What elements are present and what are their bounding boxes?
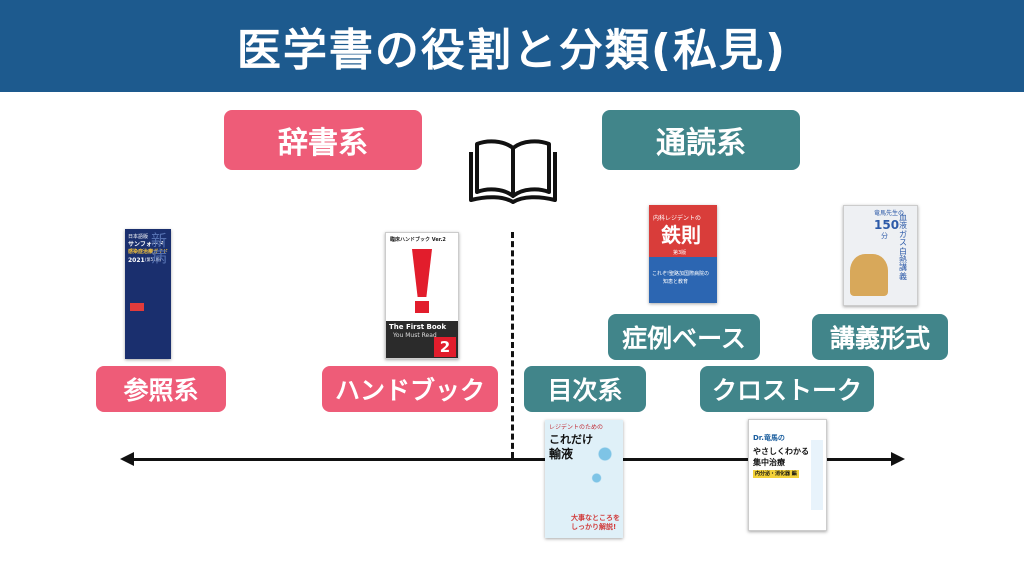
blood-gas-series: 竜馬先生の bbox=[874, 210, 905, 217]
infusion-title1: これだけ bbox=[549, 433, 593, 446]
book-cover-icu: Dr.竜馬の やさしくわかる 集中治療 内分泌・消化器 編 bbox=[748, 419, 827, 531]
blood-gas-number: 150 bbox=[874, 218, 900, 232]
infusion-slogan1: 大事なところを bbox=[571, 514, 620, 522]
lecture-label: 講義形式 bbox=[812, 314, 948, 360]
tessoku-title: 鉄則 bbox=[661, 223, 701, 247]
reference-label: 参照系 bbox=[96, 366, 226, 412]
icu-title1: やさしくわかる bbox=[753, 447, 809, 456]
toc-label: 目次系 bbox=[524, 366, 646, 412]
first-book-badge: 2 bbox=[434, 337, 456, 357]
first-book-series: 臨床ハンドブック Ver.2 bbox=[390, 237, 446, 243]
infusion-title2: 輸液 bbox=[549, 447, 574, 461]
center-divider bbox=[511, 232, 514, 458]
icu-title2: 集中治療 bbox=[753, 458, 785, 467]
tessoku-tagline2: 知恵と教育 bbox=[663, 279, 689, 285]
read-through-category-label: 通読系 bbox=[602, 110, 800, 170]
tessoku-edition: 第3版 bbox=[673, 250, 687, 256]
title-bar: 医学書の役割と分類(私見) bbox=[0, 0, 1024, 92]
infusion-drops bbox=[591, 430, 619, 490]
open-book-icon bbox=[469, 139, 557, 204]
axis-arrow-right-icon bbox=[891, 452, 905, 466]
blood-gas-illustration bbox=[850, 254, 888, 296]
icu-subtitle: 内分泌・消化器 編 bbox=[753, 470, 799, 478]
dictionary-category-label: 辞書系 bbox=[224, 110, 422, 170]
book-cover-first-book: 臨床ハンドブック Ver.2 The First Book You Must R… bbox=[385, 232, 459, 359]
tessoku-top bbox=[649, 205, 717, 257]
sanford-title1: サンフォード bbox=[128, 241, 164, 248]
blood-gas-unit: 分 bbox=[881, 232, 888, 240]
book-cover-infusion: レジデントのための これだけ 輸液 大事なところを しっかり解説! bbox=[545, 420, 623, 538]
sanford-year: 2021 bbox=[128, 257, 145, 264]
page-title: 医学書の役割と分類(私見) bbox=[236, 25, 788, 76]
sanford-series: 日本語版 bbox=[128, 234, 149, 240]
first-book-subtitle: You Must Read bbox=[393, 332, 437, 339]
sanford-stamp bbox=[130, 303, 144, 311]
handbook-label: ハンドブック bbox=[322, 366, 498, 412]
icu-side-band bbox=[811, 440, 823, 510]
blood-gas-title: 血液ガス白熱講義 bbox=[899, 213, 907, 281]
icu-label: Dr.竜馬の bbox=[753, 434, 785, 442]
crosstalk-label: クロストーク bbox=[700, 366, 874, 412]
sanford-seal: 新 病 bbox=[151, 231, 168, 266]
book-cover-blood-gas: 竜馬先生の 150 分 血液ガス白熱講義 bbox=[843, 205, 918, 306]
exclamation-dot-icon bbox=[415, 301, 429, 313]
book-cover-sanford: 日本語版 サンフォード 感染症治療ガイド 2021 (第51版) 新 病 bbox=[125, 229, 171, 359]
tessoku-label: 内科レジデントの bbox=[653, 215, 702, 222]
infusion-slogan2: しっかり解説! bbox=[571, 523, 617, 531]
sanford-edition: (第51版) bbox=[145, 257, 162, 262]
exclamation-mark-icon bbox=[412, 249, 432, 297]
first-book-title: The First Book bbox=[389, 323, 447, 331]
book-cover-tessoku: 内科レジデントの 鉄則 第3版 これぞ!聖路加国際病院の 知恵と教育 bbox=[649, 205, 717, 303]
sanford-title2: 感染症治療ガイド bbox=[128, 249, 169, 255]
tessoku-tagline: これぞ!聖路加国際病院の bbox=[652, 271, 710, 277]
infusion-label: レジデントのための bbox=[549, 424, 604, 431]
case-base-label: 症例ベース bbox=[608, 314, 760, 360]
spectrum-axis bbox=[130, 458, 893, 461]
axis-arrow-left-icon bbox=[120, 452, 134, 466]
